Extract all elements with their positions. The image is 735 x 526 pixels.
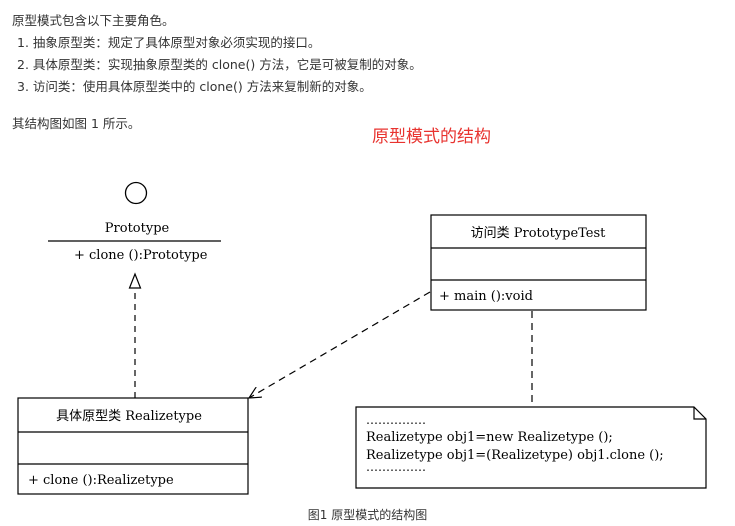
note-line-4: ……………: [366, 460, 426, 474]
note-line-1: ……………: [366, 413, 426, 427]
realizetype-method: + clone ():Realizetype: [28, 473, 174, 488]
realizetype-name: 具体原型类 Realizetype: [56, 409, 202, 424]
intro-text: 原型模式包含以下主要角色。 1. 抽象原型类：规定了具体原型对象必须实现的接口。…: [12, 10, 712, 135]
note-folded-corner: [693, 407, 706, 420]
interface-lollipop-icon: [124, 181, 148, 205]
realizetype-class: 具体原型类 Realizetype + clone ():Realizetype: [17, 397, 249, 495]
role-item-concrete-prototype: 2. 具体原型类：实现抽象原型类的 clone() 方法，它是可被复制的对象。: [17, 57, 422, 72]
prototype-interface: Prototype + clone ():Prototype: [48, 181, 221, 263]
note-line-3: Realizetype obj1=(Realizetype) obj1.clon…: [366, 448, 664, 463]
code-note: …………… Realizetype obj1=new Realizetype (…: [355, 406, 707, 489]
prototype-method: + clone ():Prototype: [74, 248, 208, 263]
role-item-access-class: 3. 访问类：使用具体原型类中的 clone() 方法来复制新的对象。: [17, 79, 372, 94]
realization-arrowhead: [128, 272, 142, 289]
realizetype-box: [17, 397, 249, 495]
prototype-test-name: 访问类 PrototypeTest: [471, 226, 607, 241]
figure-caption: 图1 原型模式的结构图: [307, 508, 428, 522]
prototype-test-class: 访问类 PrototypeTest + main ():void: [430, 214, 647, 311]
dependency-arrow: [249, 291, 431, 398]
structure-intro: 其结构图如图 1 所示。: [12, 116, 141, 131]
note-box: [355, 406, 707, 489]
prototype-test-method: + main ():void: [439, 289, 533, 304]
diagram-title: 原型模式的结构: [372, 127, 491, 147]
intro-heading: 原型模式包含以下主要角色。: [12, 13, 175, 28]
prototype-test-box: [430, 214, 647, 311]
note-line-2: Realizetype obj1=new Realizetype ();: [366, 430, 613, 445]
role-item-abstract-prototype: 1. 抽象原型类：规定了具体原型对象必须实现的接口。: [17, 35, 321, 50]
prototype-name: Prototype: [105, 221, 170, 236]
